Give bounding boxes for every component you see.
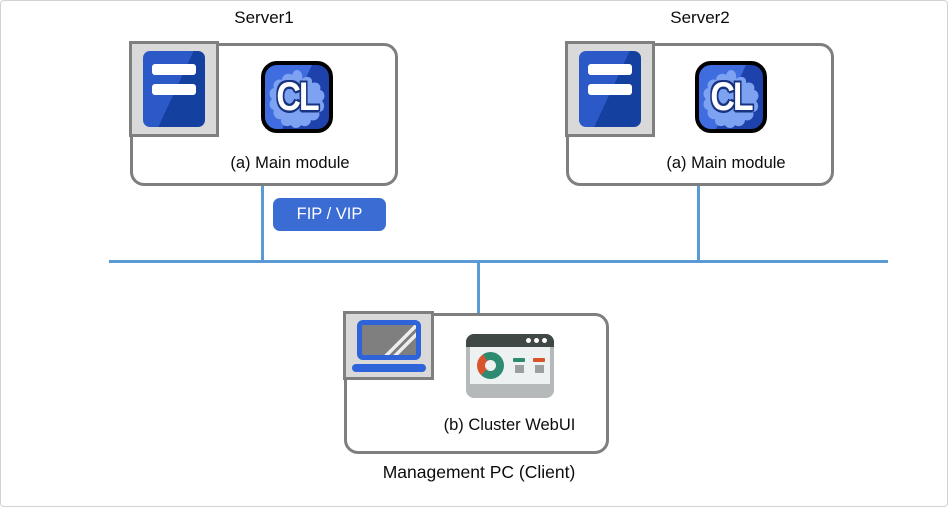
cl-splash-shape <box>269 70 325 128</box>
donut-chart-icon <box>477 352 504 379</box>
browser-content <box>470 347 550 384</box>
laptop-screen <box>356 319 421 360</box>
browser-titlebar <box>466 334 554 347</box>
gray-square <box>534 365 544 373</box>
dashboard-widgets <box>513 358 545 373</box>
browser-dot <box>526 338 531 343</box>
widget-item <box>533 358 545 373</box>
laptop-icon <box>343 311 434 380</box>
server-slot <box>152 64 196 75</box>
rack-server-body <box>579 51 641 127</box>
network-line-horizontal <box>109 260 888 263</box>
server1-module-label: (a) Main module <box>230 154 350 172</box>
connector-management-pc <box>477 262 480 314</box>
server1-title: Server1 <box>234 8 294 27</box>
laptop-base <box>351 363 426 372</box>
server-slot <box>588 64 632 75</box>
rack-server-body <box>143 51 205 127</box>
webui-dashboard-icon <box>466 334 554 398</box>
red-bar <box>533 358 545 362</box>
browser-dot <box>534 338 539 343</box>
connector-server2 <box>697 185 700 263</box>
cl-cluster-software-icon: CL <box>261 61 333 133</box>
server2-module-label: (a) Main module <box>666 154 786 172</box>
server2-title: Server2 <box>670 8 730 27</box>
rack-server-icon <box>565 41 655 137</box>
browser-dot <box>542 338 547 343</box>
server-slot <box>152 84 196 95</box>
cl-splash-shape <box>703 70 759 128</box>
teal-bar <box>513 358 525 362</box>
rack-server-icon <box>129 41 219 137</box>
server-slot <box>588 84 632 95</box>
widget-item <box>513 358 525 373</box>
fip-vip-badge: FIP / VIP <box>273 198 386 231</box>
cl-logo-text: CL <box>710 73 753 119</box>
connector-server1 <box>261 185 264 263</box>
management-pc-caption: Management PC (Client) <box>382 462 576 482</box>
cluster-webui-label: (b) Cluster WebUI <box>443 416 576 434</box>
gray-square <box>514 365 524 373</box>
cl-logo-text: CL <box>276 73 319 119</box>
cl-cluster-software-icon: CL <box>695 61 767 133</box>
